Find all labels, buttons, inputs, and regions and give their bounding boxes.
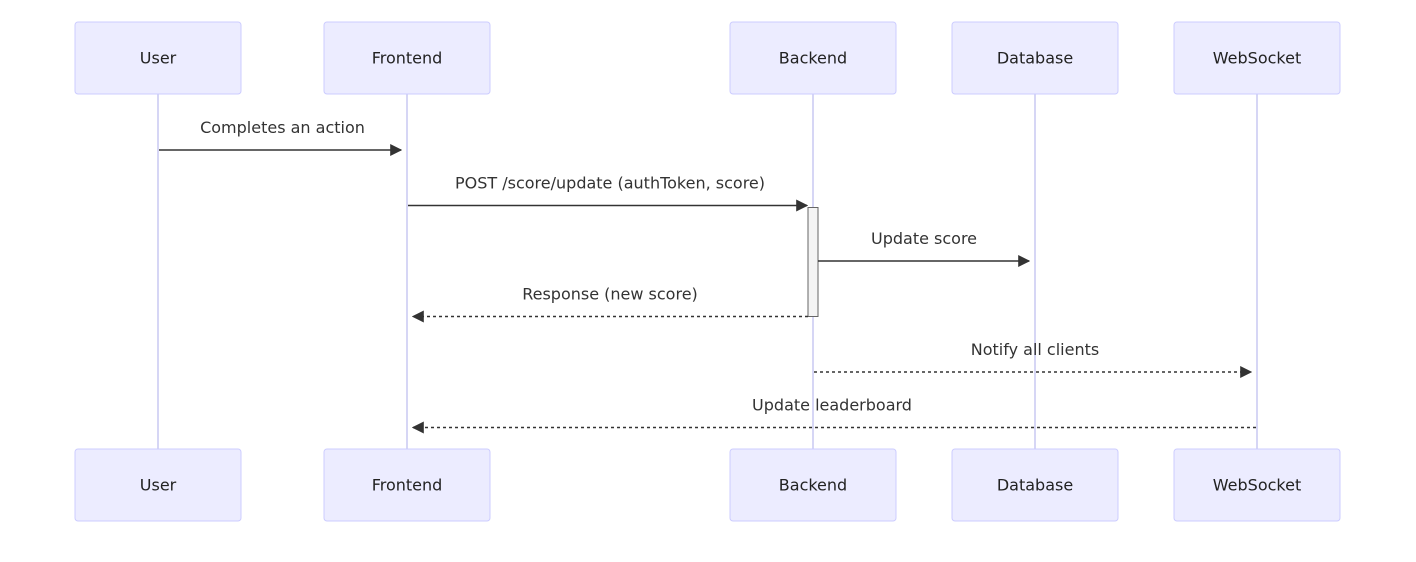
lifelines (157, 94, 1258, 449)
message-4: Response (new score) (411, 285, 808, 323)
activation-backend (807, 207, 819, 317)
message-6: Update leaderboard (411, 396, 1256, 434)
actor-label: WebSocket (1213, 49, 1301, 68)
activations (807, 207, 819, 317)
actor-box (323, 448, 491, 522)
actors-top: User Frontend Backend Database WebSocket (74, 21, 1341, 95)
message-label: Response (new score) (522, 285, 698, 304)
actor-label: User (140, 49, 177, 68)
actor-box (951, 21, 1119, 95)
actor-box (1173, 448, 1341, 522)
actor-backend-top: Backend (729, 21, 897, 95)
actor-user-top: User (74, 21, 242, 95)
actor-box (74, 448, 242, 522)
actor-label: Frontend (372, 49, 443, 68)
actor-database-top: Database (951, 21, 1119, 95)
actor-box (323, 21, 491, 95)
message-label: Notify all clients (971, 340, 1099, 359)
actor-box (1173, 21, 1341, 95)
actor-box (74, 21, 242, 95)
actor-box (729, 448, 897, 522)
message-label: Completes an action (200, 118, 365, 137)
actor-websocket-top: WebSocket (1173, 21, 1341, 95)
actor-label: Database (997, 476, 1073, 495)
actor-label: WebSocket (1213, 476, 1301, 495)
actor-box (951, 448, 1119, 522)
actor-frontend-bottom: Frontend (323, 448, 491, 522)
actor-label: Backend (779, 476, 847, 495)
message-3: Update score (818, 229, 1031, 267)
actor-label: Database (997, 49, 1073, 68)
actor-websocket-bottom: WebSocket (1173, 448, 1341, 522)
actor-database-bottom: Database (951, 448, 1119, 522)
actor-user-bottom: User (74, 448, 242, 522)
actors-bottom: User Frontend Backend Database WebSocket (74, 448, 1341, 522)
message-label: POST /score/update (authToken, score) (455, 174, 765, 193)
message-label: Update score (871, 229, 977, 248)
actor-label: User (140, 476, 177, 495)
actor-frontend-top: Frontend (323, 21, 491, 95)
actor-backend-bottom: Backend (729, 448, 897, 522)
message-5: Notify all clients (814, 340, 1253, 378)
actor-box (729, 21, 897, 95)
actor-label: Frontend (372, 476, 443, 495)
message-2: POST /score/update (authToken, score) (408, 174, 809, 212)
message-1: Completes an action (159, 118, 403, 156)
actor-label: Backend (779, 49, 847, 68)
message-label: Update leaderboard (752, 396, 912, 415)
